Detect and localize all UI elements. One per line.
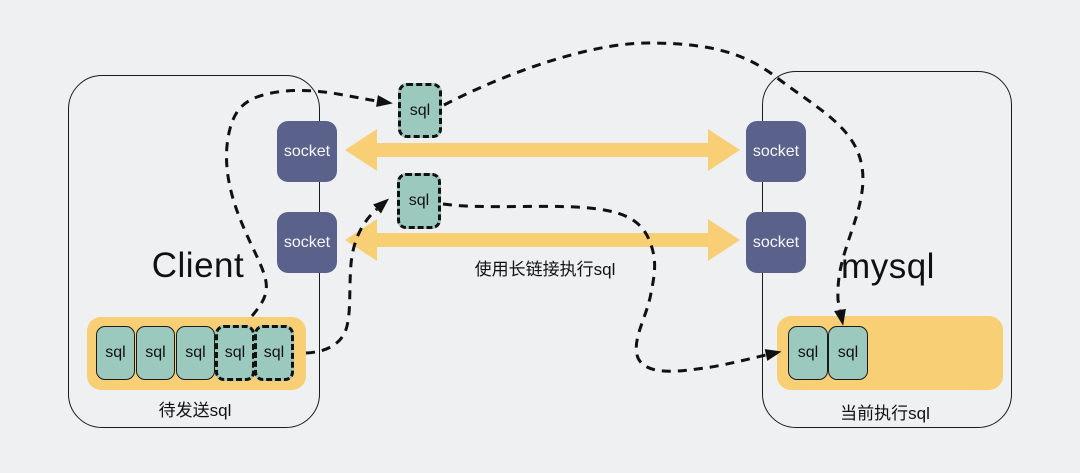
client-title: Client <box>151 246 245 285</box>
pending-sql-item-1: sql <box>96 326 135 380</box>
client-socket-2: socket <box>277 212 337 273</box>
inflight-sql-2: sql <box>397 173 441 229</box>
flow-inflight-bottom-to-executing <box>442 202 782 373</box>
mysql-title: mysql <box>841 247 935 286</box>
executing-sql-item-2: sql <box>828 326 868 380</box>
pending-sql-item-2: sql <box>136 326 175 380</box>
flow-inflight-top-to-executing <box>443 41 865 326</box>
executing-sql-label: 当前执行sql <box>840 404 930 423</box>
inflight-sql-1: sql <box>398 83 442 138</box>
mysql-socket-1: socket <box>746 121 806 182</box>
pending-sql-item-5: sql <box>254 325 294 381</box>
pending-sql-label: 待发送sql <box>158 401 232 420</box>
pending-sql-item-4: sql <box>215 325 255 381</box>
connection-arrow-top <box>345 129 740 171</box>
flow-queue-to-inflight-bottom <box>305 198 390 355</box>
executing-sql-item-1: sql <box>788 326 828 380</box>
client-socket-1: socket <box>277 121 337 182</box>
pending-sql-item-3: sql <box>176 326 215 380</box>
mysql-socket-2: socket <box>746 212 806 273</box>
connection-arrow-bottom <box>345 219 740 261</box>
flow-queue-to-inflight-top <box>224 88 393 317</box>
connection-label: 使用长链接执行sql <box>474 260 616 279</box>
